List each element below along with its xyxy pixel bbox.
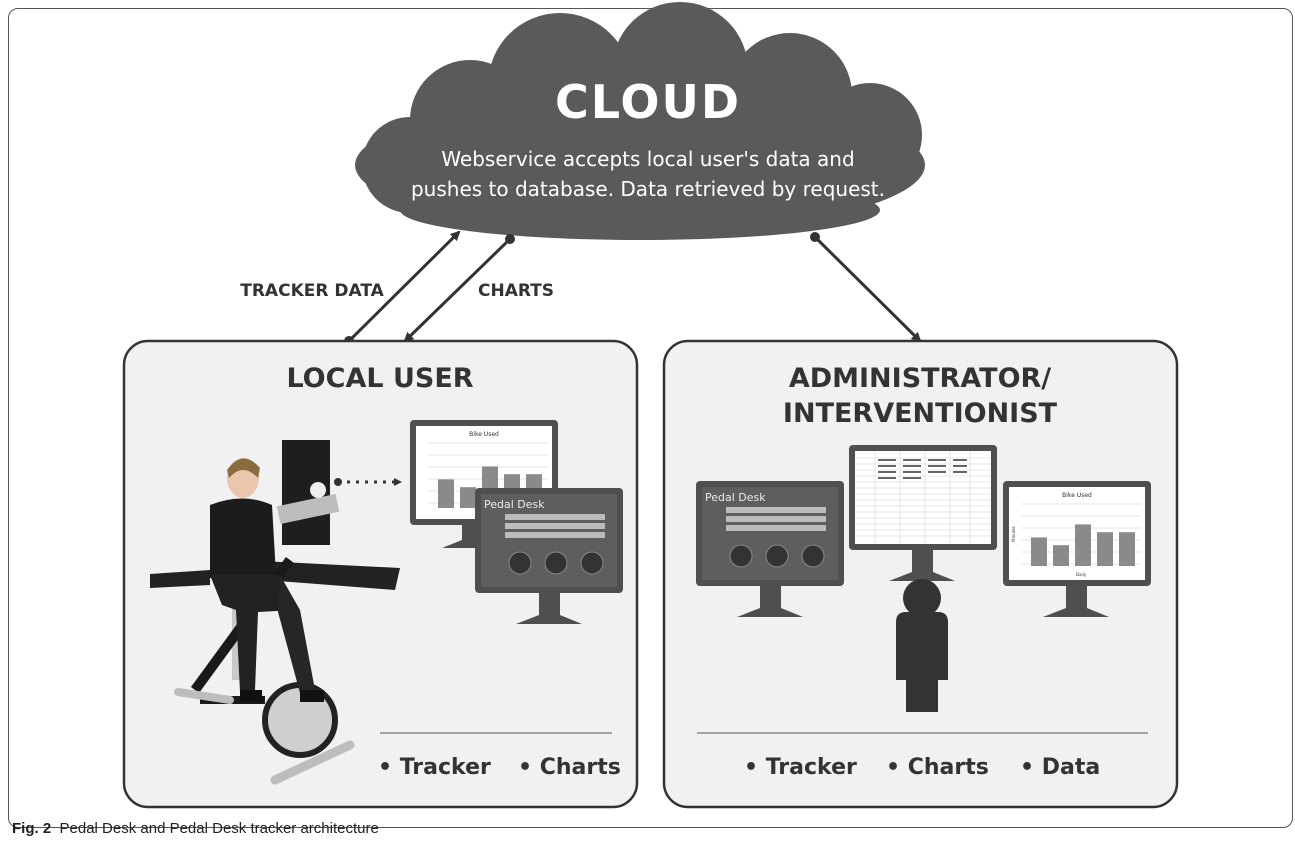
local-user-title: LOCAL USER (286, 363, 473, 394)
tracker-data-arrow (347, 230, 461, 343)
charts-arrow (403, 237, 512, 343)
caption-label: Fig. 2 (12, 820, 52, 837)
screen-bar (1075, 524, 1091, 566)
admin-app-title: Pedal Desk (705, 491, 766, 504)
admin-app-monitor: Pedal Desk (696, 481, 844, 617)
admin-feature-data: • Data (1020, 755, 1100, 780)
cloud-title: CLOUD (555, 75, 741, 129)
person-on-pedal-desk (150, 440, 400, 785)
admin-chart-title: Bike Used (1062, 492, 1092, 499)
arrows (344, 230, 922, 346)
screen-bar (1031, 537, 1047, 566)
screen-bar (1097, 532, 1113, 566)
local-chart-title: Bike Used (469, 431, 499, 438)
administrator-icon (896, 579, 948, 712)
tracker-data-label: TRACKER DATA (240, 281, 384, 301)
admin-chart-monitor: Bike Used Daily Minutes (1003, 481, 1151, 617)
screen-bar (1053, 545, 1069, 566)
figure-caption: Fig. 2 Pedal Desk and Pedal Desk tracker… (12, 820, 379, 837)
cloud-description-line2: pushes to database. Data retrieved by re… (411, 177, 885, 201)
screen-bar (438, 479, 454, 508)
admin-data-monitor (849, 445, 997, 581)
admin-feature-tracker: • Tracker (744, 755, 857, 780)
local-app-title: Pedal Desk (484, 498, 545, 511)
admin-arrow (813, 235, 922, 343)
charts-label: CHARTS (478, 281, 554, 301)
admin-title-line1: ADMINISTRATOR/ (789, 363, 1051, 394)
caption-text: Pedal Desk and Pedal Desk tracker archit… (59, 820, 379, 837)
screen-bar (460, 487, 476, 508)
admin-chart-xlabel: Daily (1076, 572, 1087, 577)
admin-title-line2: INTERVENTIONIST (783, 398, 1058, 429)
local-app-monitor: Pedal Desk (475, 488, 623, 624)
cloud-shape (355, 2, 925, 240)
local-feature-charts: • Charts (518, 755, 621, 780)
screen-bar (1119, 532, 1135, 566)
local-feature-tracker: • Tracker (378, 755, 491, 780)
cloud-description-line1: Webservice accepts local user's data and (441, 147, 854, 171)
admin-chart-ylabel: Minutes (1011, 526, 1016, 542)
admin-feature-charts: • Charts (886, 755, 989, 780)
admin-chart-bars (1031, 524, 1135, 566)
